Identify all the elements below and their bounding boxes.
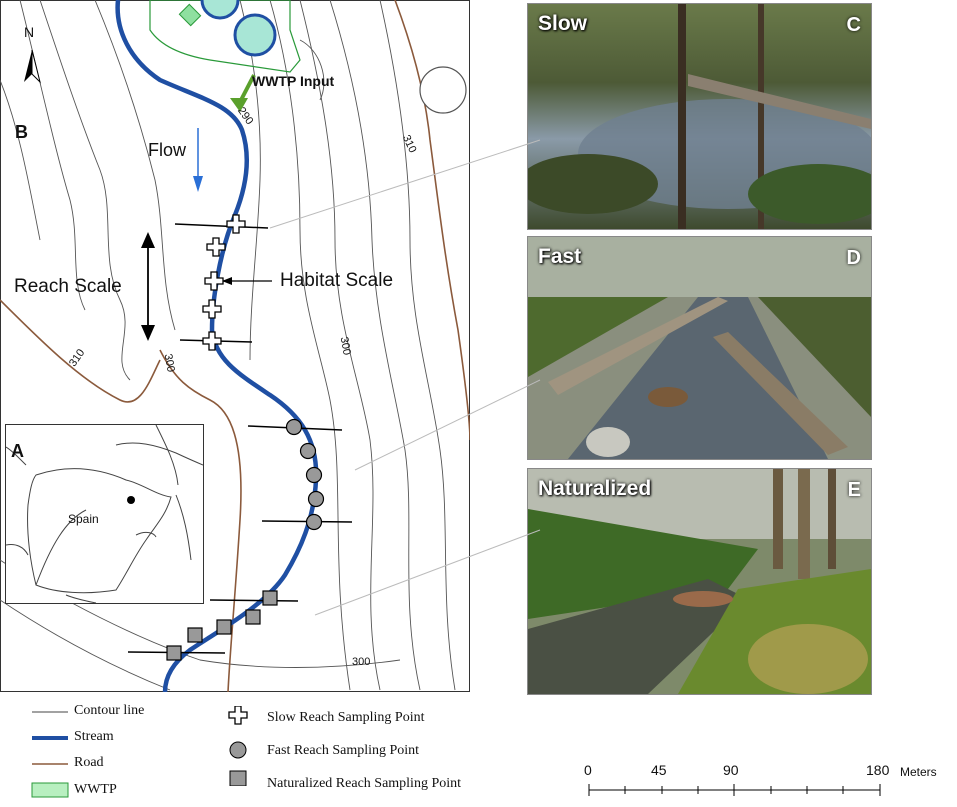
scale-bar (588, 784, 881, 796)
naturalized-point (262, 590, 278, 606)
legend-wwtp: WWTP (74, 782, 117, 797)
photo-naturalized-title: Naturalized (538, 477, 652, 500)
habitat-scale-arrow (222, 277, 272, 285)
scale-tick-180: 180 (866, 762, 890, 778)
fast-reach-points (285, 418, 325, 531)
photo-fast-image (528, 237, 871, 459)
slow-point (206, 237, 226, 257)
naturalized-point-symbol (229, 770, 247, 786)
fast-point (299, 442, 317, 460)
photo-naturalized-letter: E (847, 479, 861, 501)
legend-stream: Stream (74, 729, 114, 744)
scale-unit: Meters (900, 765, 937, 779)
stream-line (115, 0, 319, 692)
habitat-scale-label: Habitat Scale (280, 270, 394, 291)
study-site-marker (127, 496, 135, 504)
slow-point (226, 214, 246, 234)
photo-naturalized-image (528, 469, 871, 694)
legend-symbols-right (228, 706, 248, 786)
flow-label: Flow (148, 140, 187, 160)
naturalized-point (216, 619, 232, 635)
fast-point (305, 513, 323, 531)
panel-letter-a: A (11, 441, 24, 461)
slow-point (204, 271, 224, 291)
naturalized-reach-points (166, 590, 278, 661)
wwtp-facility (149, 0, 301, 73)
legend-naturalized-reach: Naturalized Reach Sampling Point (267, 776, 462, 791)
north-label: N (24, 24, 35, 40)
legend-symbols-left (31, 711, 69, 798)
slow-point-symbol (228, 706, 248, 725)
photo-slow-letter: C (846, 14, 861, 36)
naturalized-point (245, 609, 261, 625)
fast-point-symbol (229, 741, 247, 759)
roads (0, 0, 470, 692)
photo-slow-reach: Slow C (527, 3, 872, 230)
photo-naturalized-reach: Naturalized E (527, 468, 872, 695)
naturalized-point (187, 627, 203, 643)
wwtp-input-arrow (230, 74, 256, 112)
fast-point (307, 490, 325, 508)
flow-arrow (193, 128, 203, 192)
wwtp-input-label: WWTP Input (252, 73, 335, 89)
contour-label: 300 (352, 656, 371, 668)
naturalized-point (166, 645, 182, 661)
photo-slow-title: Slow (538, 12, 588, 35)
photo-fast-letter: D (846, 247, 861, 269)
inset-map: A Spain (5, 424, 204, 604)
wwtp-symbol (31, 782, 69, 798)
slow-point (202, 331, 222, 351)
scale-tick-90: 90 (723, 762, 739, 778)
photo-slow-image (528, 4, 871, 229)
photo-fast-title: Fast (538, 245, 582, 268)
legend-contour-line: Contour line (74, 703, 145, 718)
spain-label: Spain (68, 512, 99, 526)
photo-fast-reach: Fast D (527, 236, 872, 460)
scale-tick-0: 0 (584, 762, 592, 778)
fast-point (285, 418, 303, 436)
legend-road: Road (74, 755, 104, 770)
scale-tick-45: 45 (651, 762, 667, 778)
reach-scale-label: Reach Scale (14, 276, 122, 297)
legend-fast-reach: Fast Reach Sampling Point (267, 743, 420, 758)
north-arrow-icon (24, 49, 41, 84)
inset-canvas (6, 425, 203, 603)
legend-slow-reach: Slow Reach Sampling Point (267, 710, 425, 725)
fast-point (305, 466, 323, 484)
slow-point (202, 299, 222, 319)
panel-letter-b: B (15, 122, 28, 142)
slow-reach-points (202, 214, 246, 351)
reach-scale-arrow (141, 232, 155, 341)
